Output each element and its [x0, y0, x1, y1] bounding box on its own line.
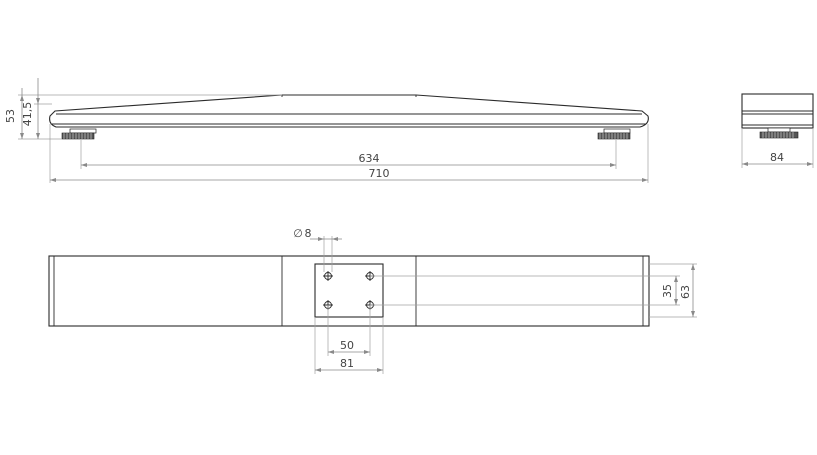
dim-foot-spacing: 634: [359, 152, 380, 165]
front-view: 53 41,5 634 710: [4, 78, 649, 183]
side-view-foot: [759, 127, 799, 139]
plate-height-dimension: [649, 263, 697, 318]
right-foot: [597, 128, 631, 140]
mounting-plate: [314, 263, 384, 318]
dim-hole-diameter: 8: [305, 227, 312, 240]
dim-hole-spacing-y: 35: [661, 284, 674, 298]
length-dimensions: [49, 124, 649, 183]
dim-plate-width: 81: [340, 357, 354, 370]
side-view: [741, 93, 814, 168]
hole-spacing-y-dimension: [370, 275, 680, 306]
hole-diameter-symbol: ∅: [293, 227, 303, 240]
dim-body-height: 41,5: [21, 102, 34, 127]
dim-plate-height: 63: [679, 285, 692, 299]
dim-overall-length: 710: [369, 167, 390, 180]
left-foot: [61, 128, 97, 140]
front-view-body: [49, 94, 649, 128]
dim-depth: 84: [770, 151, 784, 164]
hole-diameter-dimension: [310, 236, 342, 272]
hole-spacing-x-dimension: [327, 305, 371, 356]
plate-width-dimension: [314, 317, 384, 374]
top-view: ∅ 8 50 81 35: [48, 227, 697, 374]
height-dimensions: [18, 78, 282, 140]
dim-hole-spacing-x: 50: [340, 339, 354, 352]
dim-total-height: 53: [4, 109, 17, 123]
